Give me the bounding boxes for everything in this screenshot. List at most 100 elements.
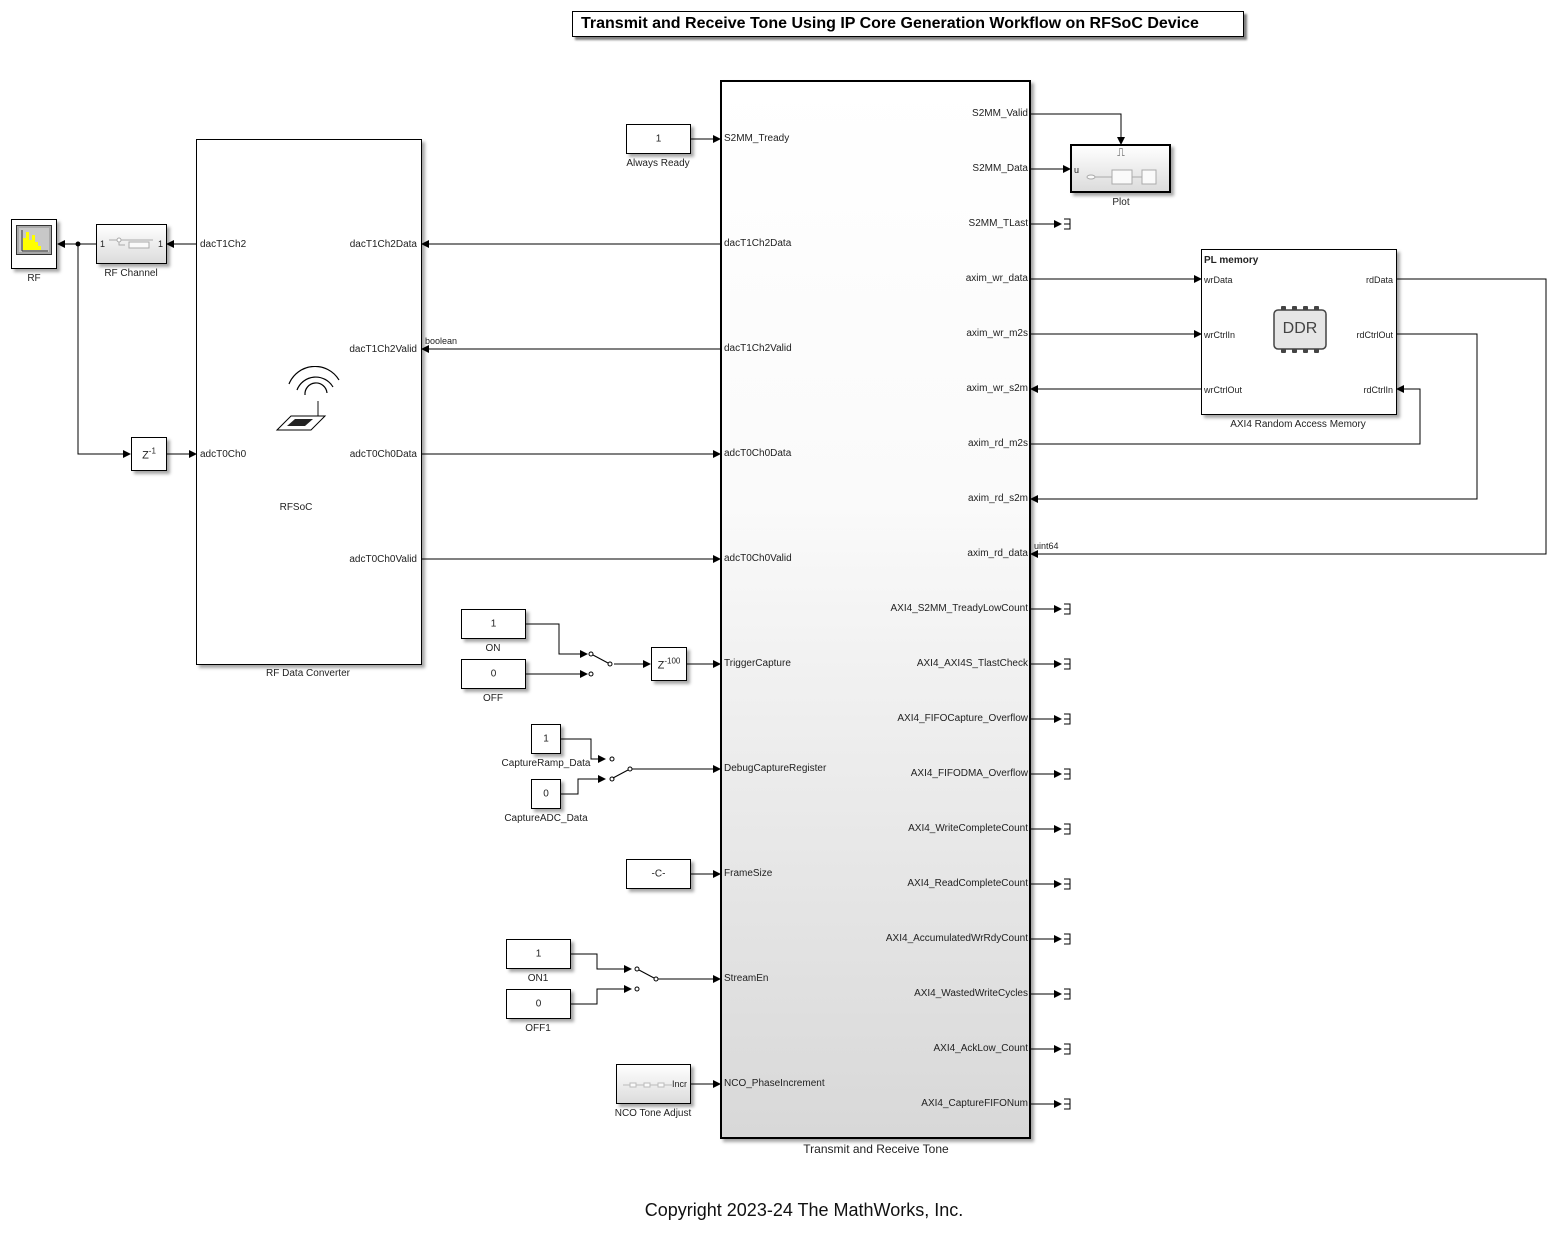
channel-icon [109, 237, 153, 249]
terminator-axi4-acklow-count[interactable] [1031, 1043, 1071, 1055]
plot-port-u: u [1074, 165, 1080, 175]
terminator-axi4-readcompletecount[interactable] [1031, 878, 1071, 890]
terminator-axi4-wastedwritecycles[interactable] [1031, 988, 1071, 1000]
rf-channel-block[interactable]: 1 1 [96, 224, 167, 264]
off-constant[interactable]: 0 [461, 659, 526, 689]
wire-axim-rd-s2m[interactable] [1030, 333, 1478, 503]
off1-value: 0 [535, 998, 542, 1010]
on1-constant[interactable]: 1 [506, 939, 571, 969]
wire-adc-to-switch[interactable] [561, 775, 606, 795]
dut-out-port-axi4-s2mm-treadylowcount: AXI4_S2MM_TreadyLowCount [890, 603, 1028, 614]
dut-in-port-streamen: StreamEn [724, 973, 769, 984]
wire-on1-to-switch[interactable] [571, 953, 632, 973]
wire-axim-rd-data[interactable] [1030, 278, 1547, 558]
copyright-text: Copyright 2023-24 The MathWorks, Inc. [644, 1200, 964, 1220]
dut-out-port-axim-wr-m2s: axim_wr_m2s [966, 328, 1028, 339]
on-constant[interactable]: 1 [461, 609, 526, 639]
rf-data-converter-label: RF Data Converter [266, 668, 350, 679]
mem-port-rdCtrlOut: rdCtrlOut [1356, 330, 1393, 340]
terminator-axi4-s2mm-treadylowcount[interactable] [1031, 603, 1071, 615]
wire-off1-to-switch[interactable] [571, 985, 632, 1005]
dut-out-port-axim-rd-s2m: axim_rd_s2m [967, 493, 1028, 504]
switch-trigger[interactable] [588, 651, 613, 677]
rfdc-out-port-dacT1Ch2Data: dacT1Ch2Data [349, 239, 417, 250]
spectrum-analyzer-icon [16, 225, 52, 255]
dut-in-port-triggercapture: TriggerCapture [724, 658, 791, 669]
always-ready-constant[interactable]: 1 [626, 124, 691, 154]
rfsoc-inner-label: RFSoC [279, 502, 313, 513]
always-ready-label: Always Ready [626, 158, 690, 169]
frame-size-constant[interactable]: -C- [626, 859, 691, 889]
off-value: 0 [490, 668, 497, 680]
terminator-axi4-fifocapture-overflow[interactable] [1031, 713, 1071, 725]
dut-out-port-axi4-fifocapture-overflow: AXI4_FIFOCapture_Overflow [897, 713, 1028, 724]
rfdc-out-port-dacT1Ch2Valid: dacT1Ch2Valid [349, 344, 417, 355]
branch-point [75, 241, 81, 247]
wire-s2mm-valid[interactable] [1031, 113, 1125, 145]
nco-tone-adjust-block[interactable]: Incr [616, 1064, 691, 1104]
rf-channel-in-port: 1 [100, 239, 106, 249]
plot-block[interactable]: ⎍ u [1070, 144, 1171, 193]
wire-axim-rd-m2s[interactable] [1031, 385, 1421, 445]
rfdc-out-port-adcT0Ch0Data: adcT0Ch0Data [349, 449, 417, 460]
capture-adc-constant[interactable]: 0 [531, 779, 561, 809]
capture-adc-value: 0 [543, 788, 549, 800]
mem-port-wrData: wrData [1204, 275, 1233, 285]
pl-memory-header: PL memory [1204, 255, 1259, 266]
terminator-s2mm-tlast[interactable] [1031, 218, 1071, 230]
rfdc-in-port-adcT0Ch0: adcT0Ch0 [200, 449, 247, 460]
rf-channel-label: RF Channel [104, 268, 158, 279]
unit-delay-block[interactable]: Z-1 [131, 437, 167, 471]
nco-tone-adjust-label: NCO Tone Adjust [614, 1108, 692, 1119]
delay-100-block[interactable]: Z-100 [651, 647, 687, 681]
rf-scope-label: RF [27, 273, 41, 284]
on1-label: ON1 [527, 973, 549, 984]
frame-size-value: -C- [651, 868, 666, 880]
dut-in-port-nco-phaseincrement: NCO_PhaseIncrement [724, 1078, 825, 1089]
terminator-axi4-axi4s-tlastcheck[interactable] [1031, 658, 1071, 670]
capture-ramp-label: CaptureRamp_Data [501, 758, 591, 769]
terminator-axi4-fifodma-overflow[interactable] [1031, 768, 1071, 780]
rf-spectrum-scope[interactable] [11, 219, 57, 269]
capture-adc-label: CaptureADC_Data [504, 813, 588, 824]
terminator-axi4-accumulatedwrrdycount[interactable] [1031, 933, 1071, 945]
rf-data-converter-block[interactable]: dacT1Ch2 adcT0Ch0 dacT1Ch2Data dacT1Ch2V… [196, 139, 422, 665]
rfsoc-antenna-icon [275, 366, 340, 431]
dut-out-port-axim-wr-s2m: axim_wr_s2m [966, 383, 1028, 394]
dut-in-port-framesize: FrameSize [724, 868, 773, 879]
rfdc-out-port-adcT0Ch0Valid: adcT0Ch0Valid [349, 554, 417, 565]
off1-label: OFF1 [525, 1023, 551, 1034]
on-value: 1 [490, 618, 497, 630]
dut-out-port-axi4-writecompletecount: AXI4_WriteCompleteCount [908, 823, 1028, 834]
transmit-receive-tone-subsystem[interactable] [720, 80, 1031, 1139]
mem-port-rdData: rdData [1365, 275, 1393, 285]
wire-ramp-to-switch[interactable] [561, 738, 606, 763]
capture-ramp-value: 1 [543, 733, 549, 745]
dut-in-port-dact1ch2valid: dacT1Ch2Valid [724, 343, 792, 354]
off-label: OFF [483, 693, 503, 704]
wire-on-to-switch[interactable] [526, 623, 588, 658]
dut-out-port-axi4-axi4s-tlastcheck: AXI4_AXI4S_TlastCheck [916, 658, 1028, 669]
axi4-random-access-memory-block[interactable]: PL memory wrData wrCtrlIn wrCtrlOut rdDa… [1201, 249, 1397, 415]
capture-ramp-constant[interactable]: 1 [531, 724, 561, 754]
nco-chain-icon [623, 1082, 672, 1088]
switch-stream-enable[interactable] [634, 966, 659, 992]
nco-port-incr: Incr [671, 1079, 687, 1089]
dut-in-port-s2mm-tready: S2MM_Tready [724, 133, 790, 144]
dut-out-port-axi4-wastedwritecycles: AXI4_WastedWriteCycles [914, 988, 1028, 999]
trigger-icon: ⎍ [1117, 147, 1125, 159]
terminator-axi4-capturefifonum[interactable] [1031, 1098, 1071, 1110]
dut-in-port-adct0ch0data: adcT0Ch0Data [724, 448, 792, 459]
dut-out-port-axim-rd-data: axim_rd_data [967, 548, 1028, 559]
dut-out-port-axim-rd-m2s: axim_rd_m2s [967, 438, 1028, 449]
dut-out-port-s2mm-data: S2MM_Data [972, 163, 1028, 174]
switch-debug-capture[interactable] [609, 756, 633, 782]
dut-out-port-axi4-fifodma-overflow: AXI4_FIFODMA_Overflow [910, 768, 1028, 779]
off1-constant[interactable]: 0 [506, 989, 571, 1019]
terminator-axi4-writecompletecount[interactable] [1031, 823, 1071, 835]
delay-100-label: Z-100 [657, 656, 681, 672]
axi4-memory-label: AXI4 Random Access Memory [1230, 419, 1366, 430]
wire-branch-to-delay[interactable] [77, 244, 131, 458]
dut-out-port-axi4-accumulatedwrrdycount: AXI4_AccumulatedWrRdyCount [885, 933, 1028, 944]
